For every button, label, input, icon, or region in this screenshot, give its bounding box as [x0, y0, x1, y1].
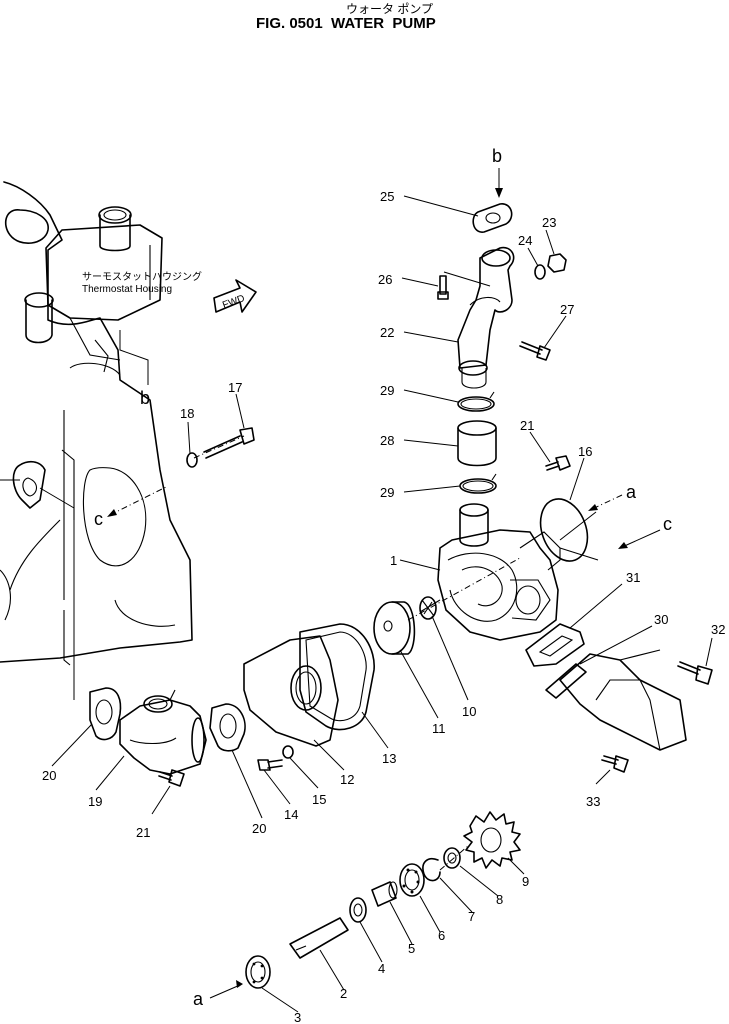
part-label-32: 32 — [711, 622, 725, 637]
connection-letter-b-lower: b — [140, 388, 150, 408]
part-33-bolt — [601, 755, 629, 773]
part-29-clamp-upper — [457, 391, 495, 412]
part-32-bolt — [677, 661, 713, 685]
part-25-gasket — [472, 203, 513, 233]
part-4-bearing — [349, 897, 367, 923]
connection-letter-a-bottom: a — [193, 989, 204, 1009]
part-2-shaft — [289, 917, 349, 959]
part-label-28: 28 — [380, 433, 394, 448]
part-18-washer — [186, 452, 198, 468]
part-label-21-upper: 21 — [520, 418, 534, 433]
part-21-bolt-lower — [158, 769, 185, 787]
part-label-17: 17 — [228, 380, 242, 395]
part-label-2: 2 — [340, 986, 347, 1001]
part-label-20-left: 20 — [42, 768, 56, 783]
connection-letter-b-upper: b — [492, 146, 502, 166]
part-label-5: 5 — [408, 941, 415, 956]
part-label-7: 7 — [468, 909, 475, 924]
figure-subtitle-jp: ウォータ ポンプ — [346, 2, 433, 16]
part-label-27: 27 — [560, 302, 574, 317]
part-22-elbow-pipe — [443, 246, 515, 389]
part-21-bolt-upper — [545, 455, 571, 471]
part-label-4: 4 — [378, 961, 385, 976]
part-12-cover-plate — [243, 635, 339, 747]
part-16-o-ring — [539, 498, 589, 562]
part-17-bolt — [203, 427, 255, 459]
thermostat-label-en: Thermostat Housing — [82, 284, 172, 295]
connection-letter-a-right: a — [626, 482, 637, 502]
part-31-gasket — [525, 623, 585, 667]
part-8-spacer — [443, 847, 461, 869]
figure-title: FIG. 0501 WATER PUMP — [256, 15, 436, 32]
part-3-seal — [245, 955, 271, 989]
part-label-14: 14 — [284, 807, 298, 822]
part-label-31: 31 — [626, 570, 640, 585]
fwd-label: FWD — [221, 293, 246, 311]
part-19-inlet-elbow — [119, 689, 207, 775]
thermostat-label-jp: サーモスタットハウジング — [82, 270, 202, 283]
fwd-arrow-icon: FWD — [213, 279, 257, 313]
part-label-11: 11 — [432, 721, 446, 736]
part-label-21-lower: 21 — [136, 825, 150, 840]
part-label-23: 23 — [542, 215, 556, 230]
part-label-26: 26 — [378, 272, 392, 287]
part-label-8: 8 — [496, 892, 503, 907]
part-29-clamp-lower — [459, 473, 497, 494]
part-label-19: 19 — [88, 794, 102, 809]
part-24-washer — [534, 264, 546, 280]
part-20-gasket-left — [89, 687, 122, 741]
part-1-pump-body — [407, 503, 561, 641]
part-label-33: 33 — [586, 794, 600, 809]
part-label-10: 10 — [462, 704, 476, 719]
part-label-3: 3 — [294, 1010, 301, 1024]
part-label-22: 22 — [380, 325, 394, 340]
part-14-bolt — [257, 759, 283, 771]
part-label-6: 6 — [438, 928, 445, 943]
part-7-snap-ring — [422, 858, 441, 882]
part-5-spacer-sleeve — [371, 881, 398, 907]
part-11-impeller — [373, 601, 416, 655]
part-6-bearing — [399, 863, 425, 897]
part-label-29-lower: 29 — [380, 485, 394, 500]
connection-letter-c-right: c — [663, 514, 672, 534]
connection-letter-c-left: c — [94, 509, 103, 529]
part-label-29-upper: 29 — [380, 383, 394, 398]
part-23-plug — [547, 253, 567, 273]
engine-block — [0, 181, 193, 666]
thermostat-housing — [24, 206, 163, 361]
part-label-16: 16 — [578, 444, 592, 459]
part-label-18: 18 — [180, 406, 194, 421]
part-number-labels: 1 2 3 4 5 6 7 8 9 10 11 12 13 14 15 16 1… — [42, 189, 725, 1024]
part-label-13: 13 — [382, 751, 396, 766]
part-20-gasket-middle — [209, 703, 246, 752]
part-label-9: 9 — [522, 874, 529, 889]
leader-lines — [39, 195, 713, 1013]
part-label-24: 24 — [518, 233, 532, 248]
part-30-outlet-elbow — [545, 649, 687, 751]
part-27-bolt — [519, 341, 551, 361]
part-label-15: 15 — [312, 792, 326, 807]
part-label-25: 25 — [380, 189, 394, 204]
part-label-20-middle: 20 — [252, 821, 266, 836]
part-label-1: 1 — [390, 553, 397, 568]
part-9-gear — [463, 811, 521, 869]
part-label-12: 12 — [340, 772, 354, 787]
part-10-seal — [419, 596, 437, 620]
part-26-bolt — [437, 275, 449, 300]
part-15-washer — [282, 745, 294, 759]
part-label-30: 30 — [654, 612, 668, 627]
part-28-hose — [457, 420, 497, 467]
